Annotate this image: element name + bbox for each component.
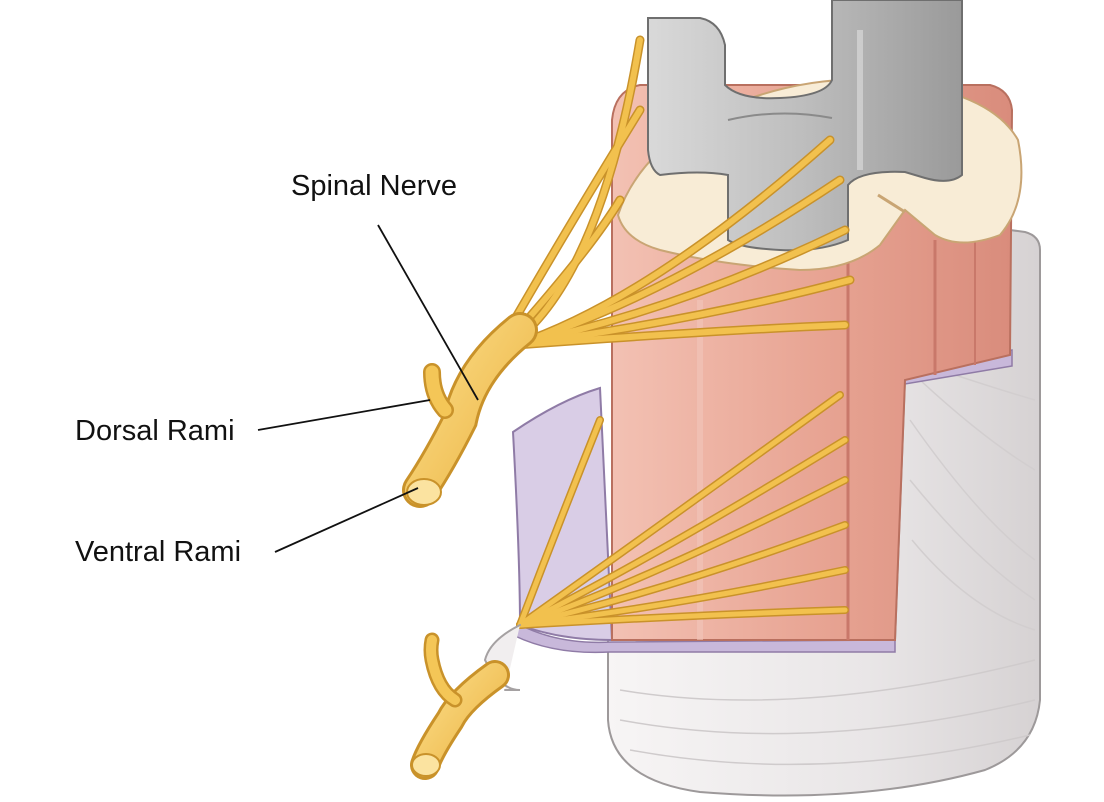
lower-spinal-nerve: [410, 624, 521, 780]
upper-spinal-nerve: [402, 312, 538, 508]
leader-lines: [257, 224, 479, 553]
spinal-nerve-leader-line: [377, 224, 479, 401]
ventral-rami-label: Ventral Rami: [75, 536, 242, 568]
dorsal-rami-leader-line: [257, 399, 431, 431]
spinal-nerve-label: Spinal Nerve: [291, 170, 458, 202]
ventral-rami-leader-line: [274, 487, 419, 553]
gray-matter: [647, 0, 963, 252]
dorsal-rami-label: Dorsal Rami: [75, 415, 235, 447]
dura-mater: [607, 228, 1041, 797]
